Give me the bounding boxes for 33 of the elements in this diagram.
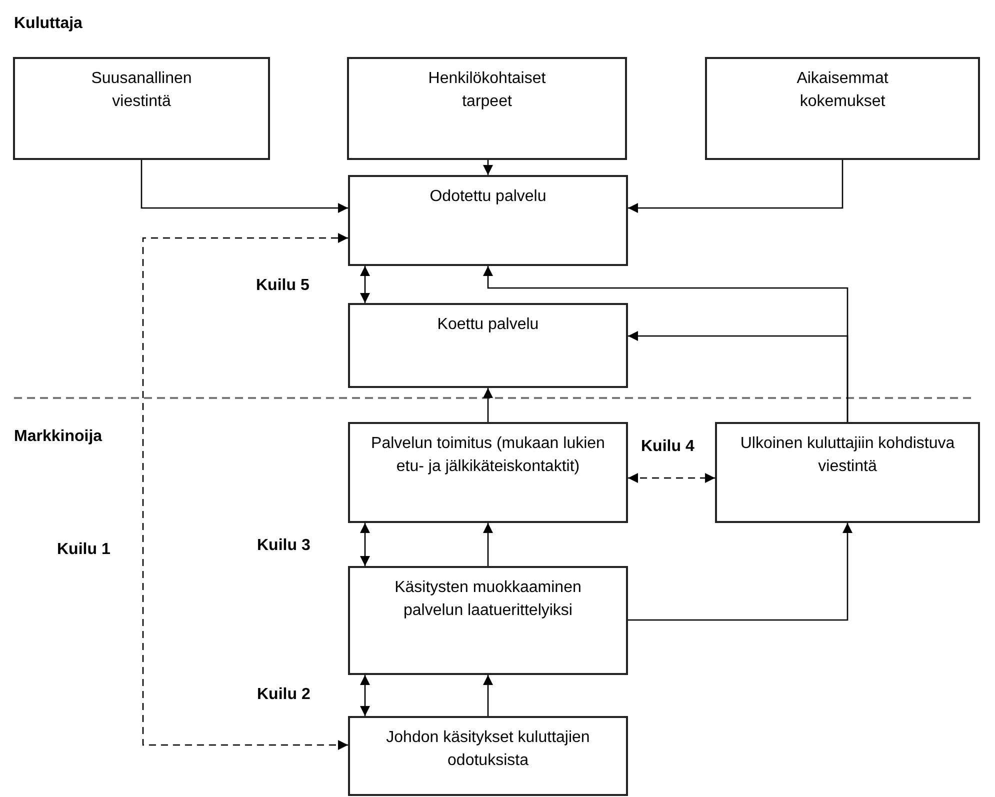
arrow xyxy=(360,523,370,566)
section-heading: Markkinoija xyxy=(14,427,102,447)
arrow xyxy=(483,523,493,566)
section-heading: Kuluttaja xyxy=(14,14,82,34)
process-box xyxy=(348,175,628,266)
process-box xyxy=(347,57,627,160)
process-box xyxy=(715,422,980,523)
arrow xyxy=(483,160,493,175)
box-text: Henkilökohtaiset tarpeet xyxy=(427,69,547,112)
arrow xyxy=(628,473,715,483)
box-text: Suusanallinen viestintä xyxy=(90,69,193,112)
process-box xyxy=(348,422,628,523)
box-text: Palvelun toimitus (mukaan lukien etu- ja jälkikäteiskontaktit) xyxy=(370,434,606,477)
process-box xyxy=(348,716,628,796)
arrow xyxy=(628,160,844,213)
arrow xyxy=(628,331,848,422)
arrow xyxy=(628,523,852,621)
process-box xyxy=(13,57,270,160)
arrow xyxy=(360,675,370,716)
arrow xyxy=(142,233,348,750)
process-box xyxy=(705,57,980,160)
arrow xyxy=(140,160,348,213)
box-text: Aikaisemmat kokemukset xyxy=(796,69,890,112)
process-box xyxy=(348,303,628,388)
arrow xyxy=(483,675,493,716)
box-text: Odotettu palvelu xyxy=(430,187,546,207)
box-text: Johdon käsitykset kuluttajien odotuksista xyxy=(385,728,591,771)
process-box xyxy=(348,566,628,675)
box-text: Koettu palvelu xyxy=(437,315,539,335)
box-text: Käsitysten muokkaaminen palvelun laatuerittelyiksi xyxy=(394,578,582,621)
box-text: Ulkoinen kuluttajiin kohdistuva viestintä xyxy=(739,434,956,477)
arrow xyxy=(360,266,370,303)
arrow xyxy=(483,388,493,422)
